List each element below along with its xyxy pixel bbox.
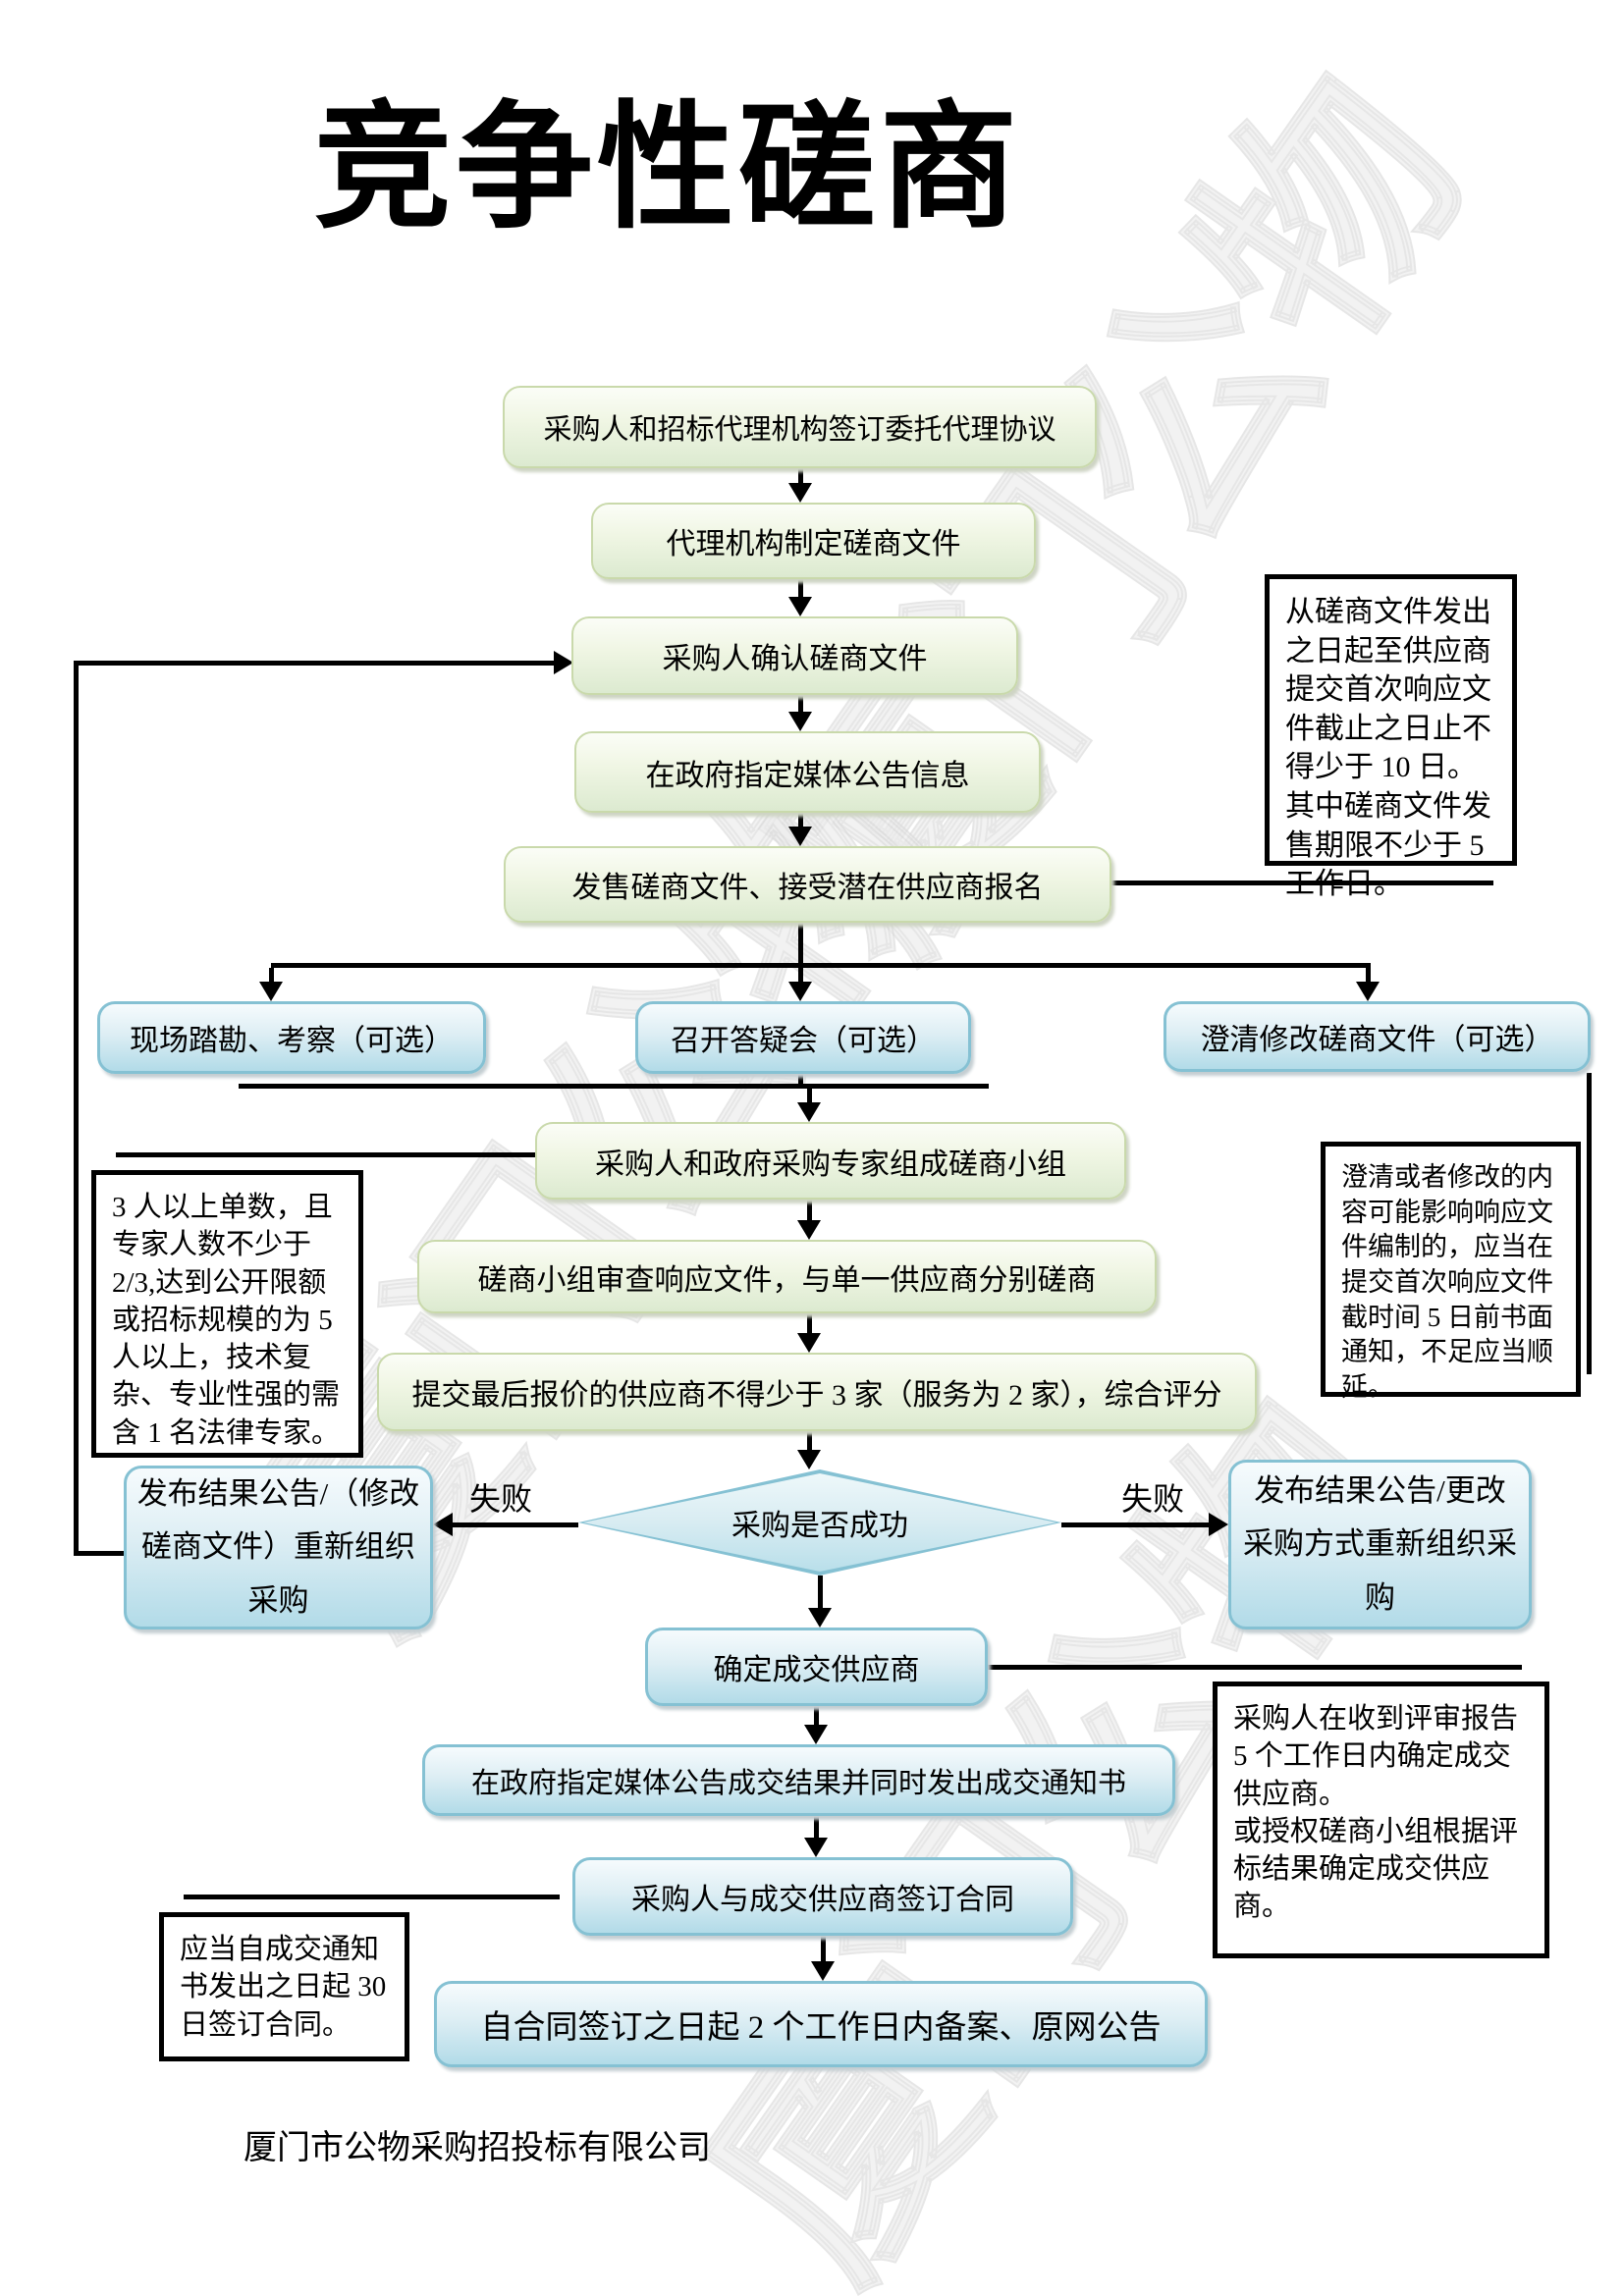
feedback-line: [74, 661, 554, 666]
optional-clarify-modify-document: 澄清修改磋商文件（可选）: [1164, 1001, 1591, 1072]
arrow-down-icon: [811, 1961, 835, 1981]
callout-line: [1106, 881, 1493, 885]
connector-line: [814, 1816, 819, 1838]
step-confirm-supplier: 确定成交供应商: [645, 1628, 988, 1706]
step-sign-contract: 采购人与成交供应商签订合同: [572, 1857, 1073, 1936]
arrow-down-icon: [804, 1725, 828, 1744]
step-prepare-consult-document: 代理机构制定磋商文件: [591, 503, 1036, 579]
step-publish-announcement: 在政府指定媒体公告信息: [574, 731, 1041, 813]
step-confirm-consult-document: 采购人确认磋商文件: [571, 616, 1018, 695]
connector-line: [807, 1200, 812, 1220]
fail-label-right: 失败: [1121, 1481, 1185, 1517]
branch-redo-right-box: 发布结果公告/更改采购方式重新组织采购: [1228, 1460, 1532, 1629]
decision-diamond-fill: 采购是否成功: [583, 1473, 1056, 1572]
connector-line: [807, 1313, 812, 1333]
arrow-down-icon: [1356, 982, 1380, 1001]
page-title: 竞争性磋商: [313, 93, 1021, 245]
arrow-left-icon: [433, 1513, 453, 1536]
arrow-down-icon: [788, 483, 812, 503]
callout-line: [1587, 1073, 1592, 1374]
fail-line-right: [1061, 1522, 1209, 1527]
arrow-right-icon: [554, 651, 573, 674]
arrow-down-icon: [808, 1608, 832, 1628]
step-sign-agency-agreement: 采购人和招标代理机构签订委托代理协议: [503, 386, 1097, 468]
connector-line: [821, 1936, 826, 1961]
callout-line: [988, 1665, 1522, 1670]
optional-site-survey: 现场踏勘、考察（可选）: [97, 1001, 486, 1074]
arrow-down-icon: [804, 1838, 828, 1857]
arrow-down-icon: [797, 1450, 821, 1469]
arrow-down-icon: [788, 712, 812, 731]
arrow-down-icon: [788, 827, 812, 846]
fail-label-left: 失败: [469, 1481, 533, 1517]
arrow-down-icon: [788, 982, 812, 1001]
branch-line: [271, 963, 1371, 968]
connector-line: [798, 923, 803, 965]
connector-line: [269, 968, 274, 982]
connector-line: [818, 1575, 823, 1608]
optional-qa-meeting: 召开答疑会（可选）: [635, 1001, 971, 1074]
connector-line: [798, 579, 803, 597]
branch-redo-left-box: 发布结果公告/（修改磋商文件）重新组织采购: [124, 1466, 433, 1629]
note-document-issue-period: 从磋商文件发出之日起至供应商提交首次响应文件截止之日止不得少于 10 日。其中磋…: [1265, 574, 1517, 900]
company-name: 厦门市公物采购招投标有限公司: [244, 2130, 711, 2166]
connector-line: [814, 1706, 819, 1725]
connector-line: [798, 468, 803, 483]
step-sell-document-accept-signup: 发售磋商文件、接受潜在供应商报名: [504, 846, 1111, 923]
arrow-down-icon: [797, 1102, 821, 1122]
arrow-down-icon: [797, 1220, 821, 1240]
arrow-right-icon: [1209, 1513, 1228, 1536]
connector-line: [798, 813, 803, 827]
note-contract-signing-deadline: 应当自成交通知书发出之日起 30 日签订合同。: [159, 1912, 409, 2061]
connector-line: [798, 968, 803, 982]
step-announce-deal-result: 在政府指定媒体公告成交结果并同时发出成交通知书: [422, 1744, 1175, 1816]
connector-line: [1366, 968, 1371, 982]
step-filing-announcement: 自合同签订之日起 2 个工作日内备案、原网公告: [434, 1981, 1208, 2067]
merge-line: [239, 1084, 989, 1089]
callout-line: [184, 1895, 560, 1899]
connector-line: [807, 1089, 812, 1102]
decision-procurement-success: 采购是否成功: [578, 1469, 1061, 1575]
arrow-down-icon: [788, 597, 812, 616]
feedback-line: [74, 1551, 124, 1556]
note-team-composition: 3 人以上单数，且专家人数不少于 2/3,达到公开限额或招标规模的为 5 人以上…: [91, 1170, 363, 1458]
fail-line-left: [453, 1522, 578, 1527]
decision-label: 采购是否成功: [731, 1510, 908, 1542]
step-review-response-files: 磋商小组审查响应文件，与单一供应商分别磋商: [417, 1240, 1157, 1313]
arrow-down-icon: [259, 982, 283, 1001]
callout-line: [116, 1152, 535, 1157]
connector-line: [798, 695, 803, 712]
feedback-line: [74, 661, 79, 1556]
connector-line: [798, 1073, 803, 1084]
step-final-quote-requirement: 提交最后报价的供应商不得少于 3 家（服务为 2 家），综合评分: [377, 1353, 1257, 1431]
note-clarification-deadline: 澄清或者修改的内容可能影响响应文件编制的，应当在提交首次响应文件截时间 5 日前…: [1321, 1142, 1581, 1402]
connector-line: [807, 1431, 812, 1450]
note-confirm-supplier-deadline: 采购人在收到评审报告 5 个工作日内确定成交供应商。 或授权磋商小组根据评标结果…: [1213, 1682, 1549, 1958]
step-form-consult-team: 采购人和政府采购专家组成磋商小组: [535, 1122, 1126, 1200]
arrow-down-icon: [797, 1333, 821, 1353]
